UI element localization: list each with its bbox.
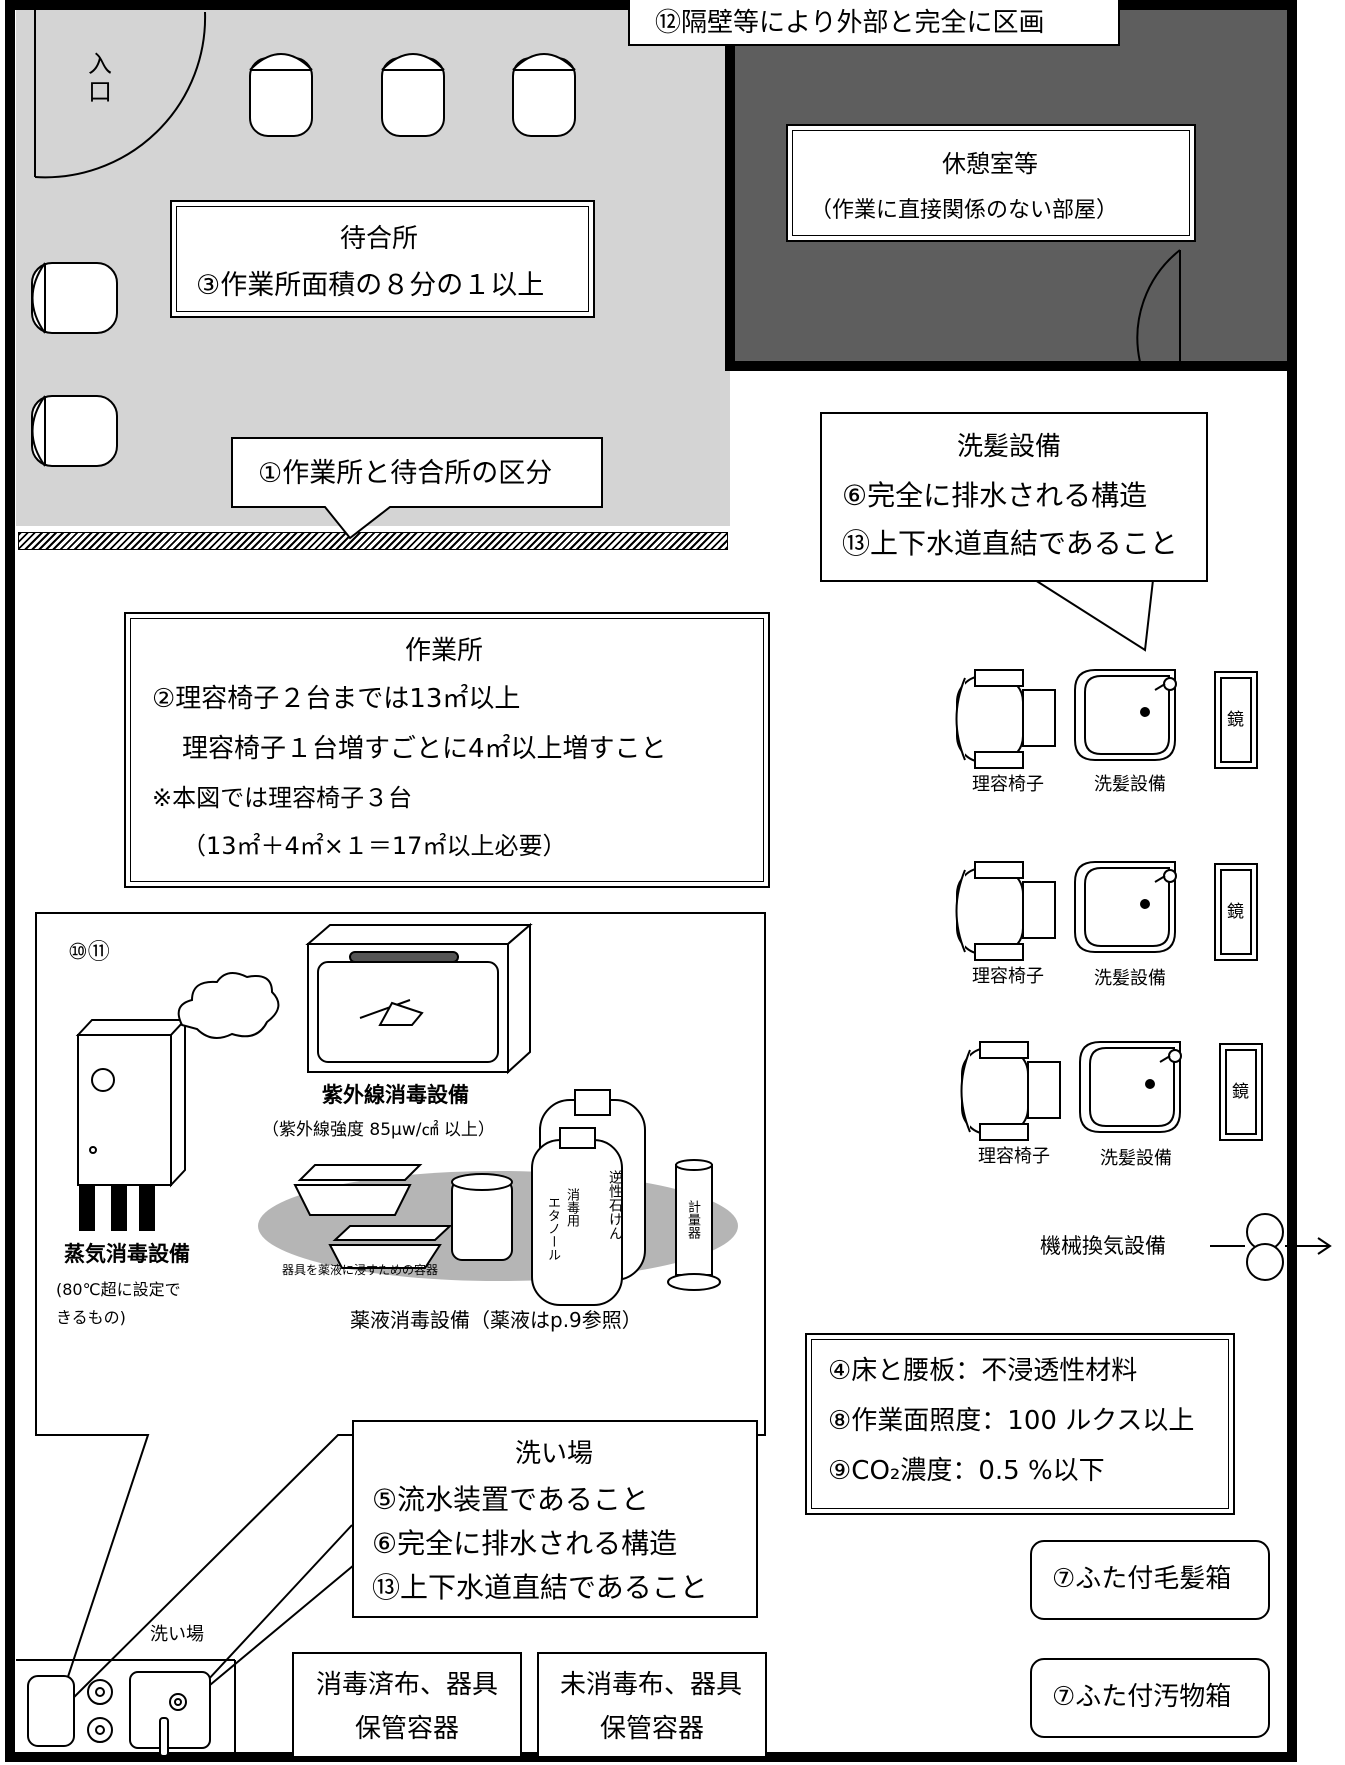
- container-label: 器具を薬液に浸すための容器: [282, 1263, 439, 1277]
- waiting-chair: [512, 53, 576, 137]
- disinfection-ref: ⑩⑪: [68, 940, 110, 965]
- workplace-line: ※本図では理容椅子３台: [152, 784, 413, 812]
- mirror-label: 鏡: [1232, 1082, 1249, 1102]
- barber-chair-label: 理容椅子: [978, 1146, 1050, 1167]
- undisinfected-storage-label: 保管容器: [600, 1714, 705, 1744]
- shampoo-unit: [1074, 861, 1177, 953]
- barber-station-2: [955, 861, 1258, 961]
- waiting-chair: [31, 262, 118, 334]
- bottle-ethanol-label: エタノール: [545, 1196, 560, 1261]
- chemical-disinfection: [258, 1089, 738, 1306]
- barber-chair-label: 理容椅子: [972, 966, 1044, 987]
- entrance-label: 口: [88, 78, 112, 106]
- bottle-ethanol: [531, 1127, 623, 1306]
- ventilation-label: 機械換気設備: [1040, 1234, 1166, 1258]
- undisinfected-storage-label: 未消毒布、器具: [560, 1670, 743, 1700]
- workplace-line: 理容椅子１台増すごとに4㎡以上増すこと: [182, 734, 667, 764]
- steam-title: 蒸気消毒設備: [64, 1242, 190, 1266]
- barber-station-3: [960, 1041, 1263, 1141]
- partition-callout: [628, 0, 1120, 46]
- chemical-title: 薬液消毒設備（薬液はp.9参照）: [350, 1308, 642, 1332]
- washing-area-small-label: 洗い場: [150, 1624, 204, 1645]
- entrance-label: 入: [88, 50, 112, 78]
- soak-container: [293, 1164, 453, 1269]
- barber-chair: [955, 861, 1056, 961]
- workplace-line: ②理容椅子２台までは13㎡以上: [152, 684, 521, 714]
- waste-box-label: ⑦ふた付汚物箱: [1052, 1682, 1232, 1712]
- waiting-chair: [381, 53, 445, 137]
- steam-note: きるもの): [56, 1308, 126, 1327]
- uv-title: 紫外線消毒設備: [322, 1083, 469, 1107]
- washing-area-title: 洗い場: [515, 1439, 594, 1469]
- shampoo-item: ⑥完全に排水される構造: [842, 479, 1148, 512]
- workplace-label-box: [124, 612, 770, 888]
- shampoo-unit: [1079, 1041, 1182, 1133]
- shampoo-title: 洗髪設備: [957, 432, 1062, 462]
- waiting-chair: [249, 53, 313, 137]
- workplace-title: 作業所: [405, 636, 484, 666]
- standards-item: ⑧作業面照度：100 ルクス以上: [828, 1406, 1195, 1436]
- measure-label: 計量器: [685, 1200, 700, 1239]
- standards-item: ④床と腰板：不浸透性材料: [828, 1356, 1138, 1386]
- rest-room-door: [1136, 249, 1181, 363]
- shampoo-item: ⑬上下水道直結であること: [842, 527, 1178, 560]
- bottle-soap-label: 逆性石けん: [607, 1170, 623, 1240]
- measuring-cylinder: [667, 1159, 721, 1291]
- waiting-room-requirement: ③作業所面積の８分の１以上: [196, 270, 545, 301]
- barber-station-1: [955, 669, 1258, 769]
- division-callout-text: ①作業所と待合所の区分: [258, 458, 553, 489]
- shampoo-unit: [1074, 669, 1177, 761]
- waiting-room-title: 待合所: [340, 224, 419, 254]
- shampoo-unit-label: 洗髪設備: [1094, 774, 1166, 795]
- waste-box: [1030, 1658, 1270, 1738]
- mirror-label: 鏡: [1227, 902, 1244, 922]
- mirror: [1214, 671, 1258, 769]
- workplace-line: （13㎡＋4㎡×１＝17㎡以上必要）: [182, 832, 567, 860]
- ventilation-fan: [1210, 1213, 1332, 1281]
- entrance-door: [34, 10, 207, 179]
- hair-box: [1030, 1540, 1270, 1620]
- bottle-ethanol-label: 消毒用: [564, 1188, 579, 1227]
- mirror: [1219, 1043, 1263, 1141]
- shampoo-callout-tail: [1034, 579, 1154, 652]
- rest-room-note: （作業に直接関係のない部屋）: [810, 198, 1119, 223]
- uv-note: （紫外線強度 85μw/㎠ 以上）: [262, 1120, 495, 1140]
- partition-callout-text: ⑫隔壁等により外部と完全に区画: [655, 8, 1045, 38]
- disinfected-storage-label: 保管容器: [355, 1714, 460, 1744]
- undisinfected-storage-box: [537, 1652, 767, 1758]
- shampoo-unit-label: 洗髪設備: [1100, 1148, 1172, 1169]
- disinfected-storage-label: 消毒済布、器具: [316, 1670, 499, 1700]
- standards-item: ⑨CO₂濃度：0.5 %以下: [828, 1456, 1105, 1486]
- glass-jar: [451, 1173, 513, 1261]
- barber-chair: [960, 1041, 1061, 1141]
- workplace-divider: [18, 532, 728, 550]
- uv-sterilizer: [305, 922, 533, 1075]
- rest-room-label-box: [786, 124, 1196, 242]
- barber-chair: [955, 669, 1056, 769]
- partition-callout-tail: [574, 0, 637, 7]
- barber-chair-label: 理容椅子: [972, 774, 1044, 795]
- disinfected-storage-box: [292, 1652, 522, 1758]
- steam-sterilizer: [75, 972, 280, 1231]
- rest-room-title: 休憩室等: [942, 150, 1038, 178]
- mirror-label: 鏡: [1227, 710, 1244, 730]
- shampoo-unit-label: 洗髪設備: [1094, 968, 1166, 989]
- shampoo-callout: [820, 412, 1208, 582]
- washing-area-callout: [352, 1420, 758, 1618]
- waiting-room-label-box: [170, 200, 595, 318]
- washing-area-item: ⑬上下水道直結であること: [372, 1571, 708, 1604]
- hair-box-label: ⑦ふた付毛髪箱: [1052, 1564, 1232, 1594]
- washing-area-item: ⑤流水装置であること: [372, 1483, 649, 1516]
- washing-area-item: ⑥完全に排水される構造: [372, 1527, 678, 1560]
- mirror: [1214, 863, 1258, 961]
- waiting-chair: [31, 395, 118, 467]
- standards-box: [805, 1333, 1235, 1515]
- washing-fixtures: [16, 1659, 236, 1760]
- steam-note: (80℃超に設定で: [56, 1280, 181, 1299]
